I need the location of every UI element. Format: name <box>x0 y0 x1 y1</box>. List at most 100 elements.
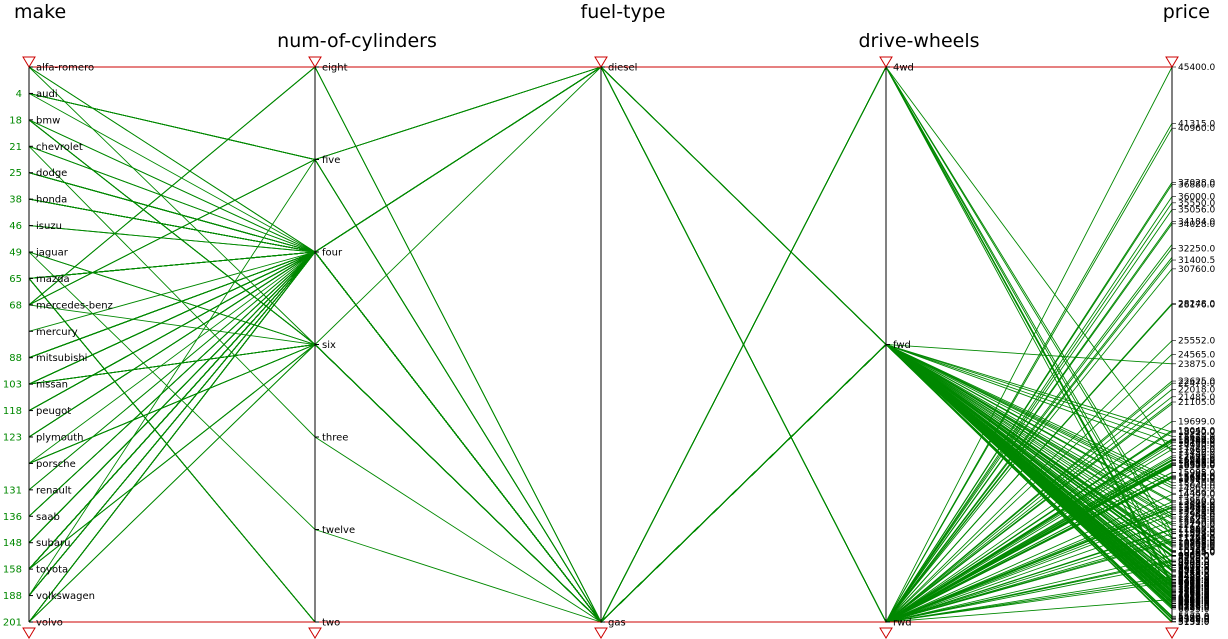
make-index-label: 38 <box>9 195 22 206</box>
price-tick-label: 6695.0 <box>1178 597 1210 607</box>
price-tick-label: 40960.0 <box>1178 124 1215 134</box>
price-tick-label: 8189.0 <box>1178 576 1210 586</box>
price-tick-label: 6938.0 <box>1178 593 1210 603</box>
category-label: mercury <box>36 327 78 338</box>
price-tick-label: 9895.0 <box>1178 553 1210 563</box>
axes: makealfa-romeroaudibmwchevroletdodgehond… <box>3 1 1215 639</box>
price-tick-label: 15040.0 <box>1178 482 1215 492</box>
price-tick-label: 7975.0 <box>1178 579 1210 589</box>
category-label: alfa-romero <box>36 63 94 74</box>
price-tick-label: 7198.0 <box>1178 590 1210 600</box>
price-tick-label: 16695.0 <box>1178 459 1215 469</box>
price-tick-label: 8778.0 <box>1178 568 1210 578</box>
price-tick-label: 17075.0 <box>1178 454 1215 464</box>
price-tick-label: 6095.0 <box>1178 605 1210 615</box>
price-tick-label: 22018.0 <box>1178 385 1215 395</box>
price-tick-label: 18344.0 <box>1178 436 1215 446</box>
price-tick-label: 11900.0 <box>1178 525 1215 535</box>
price-tick-label: 7299.0 <box>1178 588 1210 598</box>
price-tick-label: 8558.0 <box>1178 571 1210 581</box>
price-tick-label: 22625.0 <box>1178 377 1215 387</box>
price-tick-label: 13415.0 <box>1178 504 1215 514</box>
make-index-label: 88 <box>9 353 22 364</box>
price-tick-label: 8495.0 <box>1178 572 1210 582</box>
price-tick-label: 30760.0 <box>1178 265 1215 275</box>
price-tick-label: 14869.0 <box>1178 484 1215 494</box>
category-label: volkswagen <box>36 591 95 602</box>
make-index-label: 4 <box>16 89 22 100</box>
axis-top-marker <box>1165 56 1179 68</box>
price-tick-label: 9258.0 <box>1178 561 1210 571</box>
price-tick-label: 7895.0 <box>1178 580 1210 590</box>
price-tick-label: 6669.0 <box>1178 597 1210 607</box>
make-index-label: 68 <box>9 300 22 311</box>
price-tick-label: 7129.0 <box>1178 591 1210 601</box>
price-tick-label: 13495.0 <box>1178 503 1215 513</box>
price-tick-label: 7099.0 <box>1178 591 1210 601</box>
axis-price: price5151.05195.05348.05389.05399.05499.… <box>1163 1 1215 639</box>
price-tick-label: 6488.0 <box>1178 600 1210 610</box>
price-tick-label: 35550.0 <box>1178 199 1215 209</box>
price-tick-label: 13295.0 <box>1178 506 1215 516</box>
price-tick-label: 12629.0 <box>1178 515 1215 525</box>
price-tick-label: 7995.0 <box>1178 579 1210 589</box>
price-tick-label: 10295.0 <box>1178 547 1215 557</box>
price-tick-label: 45400.0 <box>1178 63 1215 73</box>
category-label: jaguar <box>35 248 69 259</box>
price-tick-label: 13845.0 <box>1178 498 1215 508</box>
axis-bottom-marker <box>308 627 322 639</box>
price-tick-label: 9988.0 <box>1178 551 1210 561</box>
price-tick-label: 7799.0 <box>1178 581 1210 591</box>
price-tick-label: 11259.0 <box>1178 534 1215 544</box>
price-tick-label: 31400.5 <box>1178 256 1215 266</box>
price-tick-label: 15250.0 <box>1178 479 1215 489</box>
category-label: eight <box>322 63 348 74</box>
price-tick-label: 8195.0 <box>1178 576 1210 586</box>
price-tick-label: 11245.0 <box>1178 534 1215 544</box>
category-label: honda <box>36 195 67 206</box>
price-tick-label: 6295.0 <box>1178 602 1210 612</box>
price-tick-label: 11199.0 <box>1178 535 1215 545</box>
category-label: 4wd <box>893 63 914 74</box>
price-tick-label: 11048.0 <box>1178 537 1215 547</box>
category-label: gas <box>608 618 626 629</box>
category-label: twelve <box>322 525 355 536</box>
price-tick-label: 8499.0 <box>1178 572 1210 582</box>
price-tick-label: 28176.0 <box>1178 301 1215 311</box>
price-tick-label: 11694.0 <box>1178 528 1215 538</box>
price-tick-label: 36000.0 <box>1178 193 1215 203</box>
axis-top-marker <box>22 56 36 68</box>
price-tick-label: 7395.0 <box>1178 587 1210 597</box>
price-tick-label: 15510.0 <box>1178 475 1215 485</box>
price-tick-label: 7463.0 <box>1178 586 1210 596</box>
category-label: peugot <box>36 406 71 417</box>
category-label: audi <box>36 89 58 100</box>
price-tick-label: 8845.0 <box>1178 567 1210 577</box>
price-tick-label: 6338.0 <box>1178 602 1210 612</box>
price-tick-label: 15985.0 <box>1178 469 1215 479</box>
price-tick-label: 5151.0 <box>1178 618 1210 628</box>
price-tick-label: 8449.0 <box>1178 573 1210 583</box>
price-tick-label: 14489.0 <box>1178 489 1215 499</box>
price-tick-label: 7788.0 <box>1178 582 1210 592</box>
price-tick-label: 18420.0 <box>1178 435 1215 445</box>
price-tick-label: 8249.0 <box>1178 575 1210 585</box>
price-tick-label: 8058.0 <box>1178 578 1210 588</box>
price-tick-label: 34028.0 <box>1178 220 1215 230</box>
price-tick-label: 9959.0 <box>1178 552 1210 562</box>
price-tick-label: 17950.0 <box>1178 442 1215 452</box>
price-tick-label: 16515.0 <box>1178 461 1215 471</box>
price-tick-label: 7689.0 <box>1178 583 1210 593</box>
price-tick-label: 17450.0 <box>1178 448 1215 458</box>
price-tick-label: 36880.0 <box>1178 180 1215 190</box>
make-index-label: 25 <box>9 168 22 179</box>
price-tick-label: 9495.0 <box>1178 558 1210 568</box>
price-tick-label: 5499.0 <box>1178 613 1210 623</box>
axis-title: num-of-cylinders <box>277 30 437 52</box>
category-label: saab <box>36 512 60 523</box>
price-tick-label: 35056.0 <box>1178 206 1215 216</box>
price-tick-label: 15690.0 <box>1178 473 1215 483</box>
price-tick-label: 16558.0 <box>1178 461 1215 471</box>
